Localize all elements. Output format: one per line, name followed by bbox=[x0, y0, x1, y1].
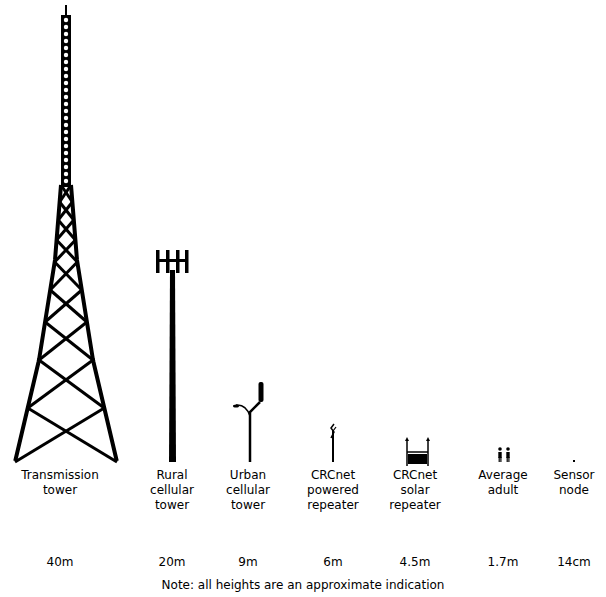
item-name: CRCnet solar repeater bbox=[383, 468, 447, 513]
powered-repeater bbox=[331, 424, 336, 462]
item-name: Sensor node bbox=[548, 468, 600, 498]
average-adult bbox=[498, 447, 510, 462]
item-name: Urban cellular tower bbox=[220, 468, 276, 513]
item-name: Rural cellular tower bbox=[144, 468, 200, 513]
height-value: 20m bbox=[142, 555, 202, 570]
solar-repeater bbox=[405, 437, 430, 466]
item-name: CRCnet powered repeater bbox=[301, 468, 365, 513]
height-value: 40m bbox=[30, 555, 90, 570]
sensor-node bbox=[573, 460, 575, 462]
note: Note: all heights are an approximate ind… bbox=[93, 578, 513, 593]
height-value: 4.5m bbox=[385, 555, 445, 570]
urban-cellular-tower bbox=[233, 382, 264, 462]
height-value: 9m bbox=[218, 555, 278, 570]
item-name: Average adult bbox=[475, 468, 531, 498]
transmission-tower bbox=[15, 5, 117, 462]
height-value: 14cm bbox=[548, 555, 600, 570]
height-value: 6m bbox=[303, 555, 363, 570]
rural-cellular-tower bbox=[156, 250, 189, 462]
height-value: 1.7m bbox=[476, 555, 530, 570]
item-name: Transmission tower bbox=[14, 468, 106, 498]
